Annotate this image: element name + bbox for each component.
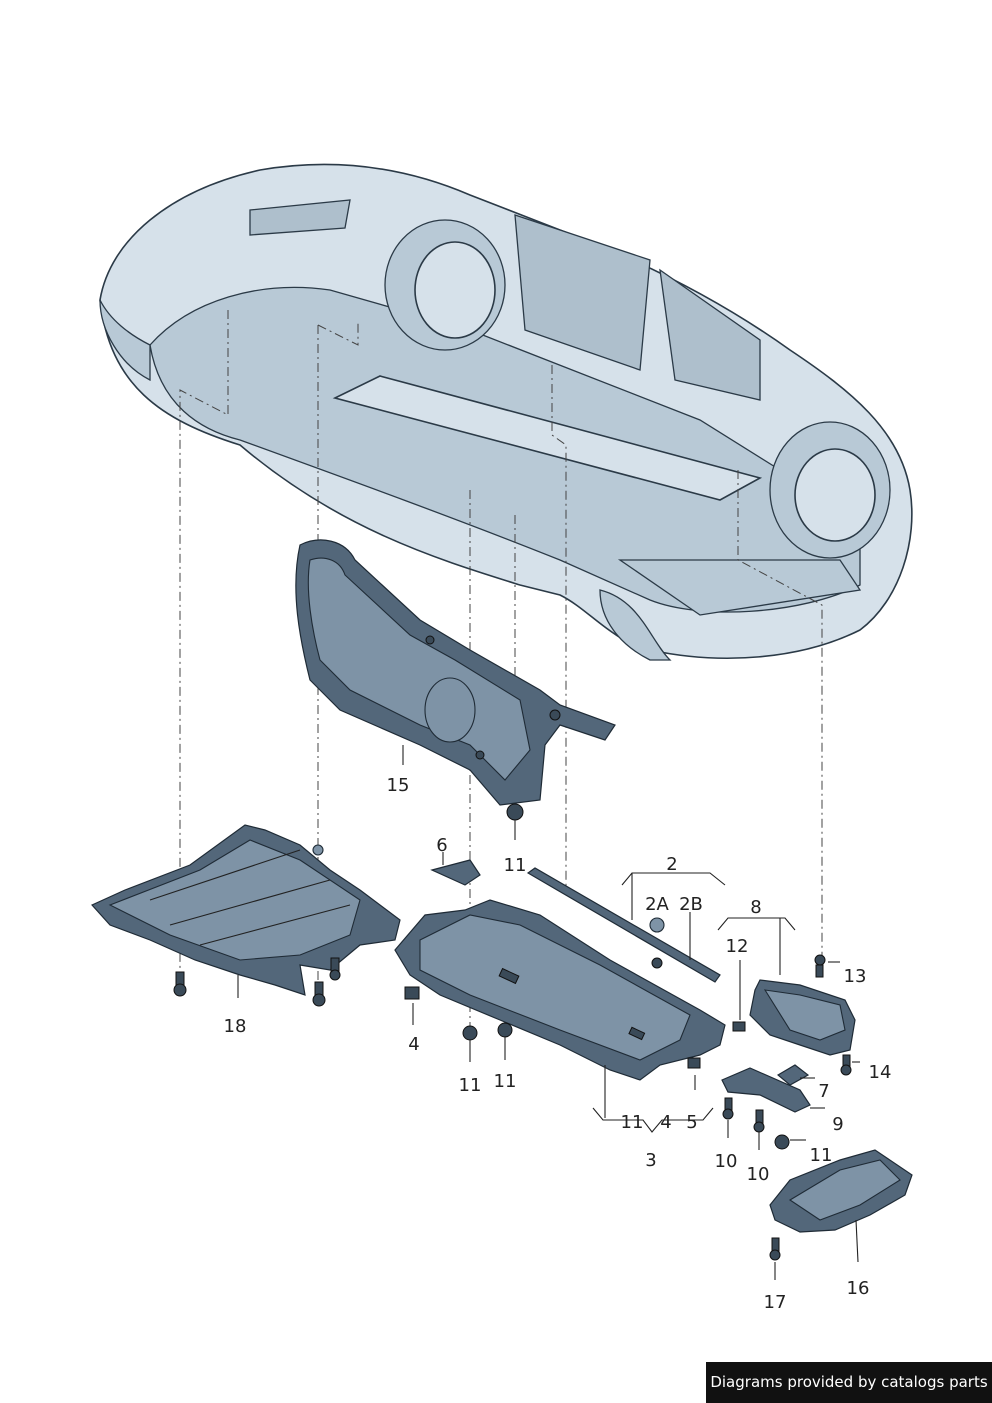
callout-16: 16 xyxy=(847,1278,870,1299)
part-6-bracket xyxy=(430,859,481,886)
callout-5: 5 xyxy=(686,1112,697,1133)
attribution-banner: Diagrams provided by catalogs parts xyxy=(706,1362,992,1403)
callout-10b: 10 xyxy=(747,1164,770,1185)
callout-3: 3 xyxy=(645,1150,656,1171)
nut-11b xyxy=(462,1025,478,1041)
nut-11c xyxy=(497,1022,513,1038)
screws xyxy=(173,954,852,1261)
callout-2: 2 xyxy=(666,854,677,875)
callout-11b: 11 xyxy=(459,1075,482,1096)
callout-12: 12 xyxy=(726,936,749,957)
car-body-underside xyxy=(99,163,913,661)
leader-lines xyxy=(237,745,860,1280)
callout-11a: 11 xyxy=(504,855,527,876)
callout-4b: 4 xyxy=(660,1112,671,1133)
side-window-rear xyxy=(514,214,651,371)
callout-labels: 2 2A 2B 3 4 4 5 6 7 8 9 10 10 11 11 11 1… xyxy=(224,775,892,1313)
callout-4a: 4 xyxy=(408,1034,419,1055)
callout-8: 8 xyxy=(750,897,761,918)
part-3-underbody-panel-centre xyxy=(394,899,726,1081)
part-8-side-shield xyxy=(749,979,856,1056)
screw-panel-18b xyxy=(312,981,326,1007)
part-2-strip xyxy=(526,867,721,983)
screw-10b xyxy=(753,1109,765,1133)
callout-7: 7 xyxy=(818,1081,829,1102)
callout-11e: 11 xyxy=(810,1145,833,1166)
callout-11d: 11 xyxy=(621,1112,644,1133)
nut-11e xyxy=(774,1134,790,1150)
part-18-underbody-panel-rear xyxy=(91,824,401,996)
callout-18: 18 xyxy=(224,1016,247,1037)
callout-11c: 11 xyxy=(494,1071,517,1092)
part-9-bracket xyxy=(721,1067,811,1113)
part-7-bracket xyxy=(776,1064,810,1086)
part-15-heat-shield xyxy=(295,539,616,806)
callout-6: 6 xyxy=(436,835,447,856)
side-window-front xyxy=(659,268,761,401)
screw-17 xyxy=(769,1237,781,1261)
clip-12 xyxy=(732,1021,746,1032)
nut-2B xyxy=(651,957,663,969)
part-16-engine-undertray xyxy=(769,1149,913,1233)
callout-10a: 10 xyxy=(715,1151,738,1172)
screw-10a xyxy=(722,1097,734,1120)
screw-13 xyxy=(814,954,826,978)
callout-9: 9 xyxy=(832,1114,843,1135)
callout-15: 15 xyxy=(387,775,410,796)
rear-window xyxy=(249,199,351,236)
clips-and-nuts xyxy=(312,803,790,1150)
callout-17: 17 xyxy=(764,1292,787,1313)
callout-2A: 2A xyxy=(645,894,669,915)
nut-11a xyxy=(506,803,524,821)
screw-panel-18a xyxy=(173,971,187,997)
clip-5 xyxy=(687,1057,701,1069)
clip-4 xyxy=(404,986,420,1000)
callout-13: 13 xyxy=(844,966,867,987)
callout-14: 14 xyxy=(869,1062,892,1083)
nut-2A xyxy=(649,917,665,933)
screw-14 xyxy=(840,1054,852,1076)
screw-panel-18c xyxy=(329,957,341,981)
callout-2B: 2B xyxy=(679,894,703,915)
